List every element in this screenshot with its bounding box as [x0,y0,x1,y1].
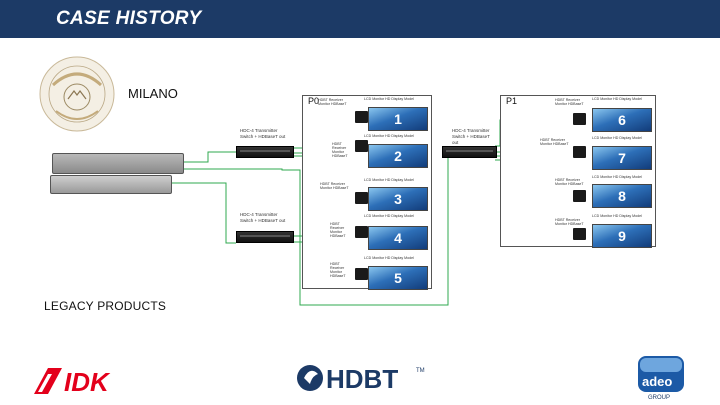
transmitter-p1 [442,146,497,158]
receiver-label-7: HDBT Receiver Monitor HDBaseT [540,138,569,146]
receiver-label-2: HDBT Receiver Monitor HDBaseT [332,142,348,158]
screen-number-9: 9 [618,228,626,244]
legacy-products-label: LEGACY PRODUCTS [44,299,167,313]
adeo-logo: adeo [638,356,684,392]
floor-label-p0: P0 [308,96,320,106]
screen-2: 2 [368,144,428,168]
screen-label-5: LCD Monitor HD Display Model [364,256,414,260]
receiver-label-1: HDBT Receiver Monitor HDBaseT [318,98,347,106]
tx-note-p1: HDC-4 Transmitter Switch + HDBaseT out [452,128,490,145]
matrix-switcher-main [52,153,184,174]
receiver-5 [355,268,368,280]
screen-number-5: 5 [394,270,402,286]
wire-switcher-p0-top [182,151,236,163]
adeo-group-label: GROUP [648,395,671,401]
screen-label-9: LCD Monitor HD Display Model [592,214,642,218]
tx-note-p0-bottom: HDC-4 Transmitter Switch + HDBaseT out [240,212,286,223]
screen-4: 4 [368,226,428,250]
screen-8: 8 [592,184,652,208]
receiver-6 [573,113,586,125]
transmitter-p0-top [236,146,294,158]
wire-switcher-p1 [182,151,449,306]
screen-1: 1 [368,107,428,131]
receiver-label-6: HDBT Receiver Monitor HDBaseT [555,98,584,106]
idk-logo-text: IDK [64,367,111,396]
screen-6: 6 [592,108,652,132]
screen-number-1: 1 [394,111,402,127]
screen-number-8: 8 [618,188,626,204]
screen-9: 9 [592,224,652,248]
city-label: MILANO [128,86,178,101]
screen-label-7: LCD Monitor HD Display Model [592,136,642,140]
adeo-logo-text: adeo [642,374,672,389]
wire-switcher-p0-bottom [170,182,236,244]
screen-number-2: 2 [394,148,402,164]
matrix-switcher-legacy [50,175,172,194]
receiver-8 [573,190,586,202]
screen-label-8: LCD Monitor HD Display Model [592,175,642,179]
hdbaset-logo: HDBT TM [297,364,425,394]
receiver-2 [355,140,368,152]
screen-label-2: LCD Monitor HD Display Model [364,134,414,138]
screen-label-3: LCD Monitor HD Display Model [364,178,414,182]
receiver-label-4: HDBT Receiver Monitor HDBaseT [330,222,346,238]
receiver-label-8: HDBT Receiver Monitor HDBaseT [555,178,584,186]
screen-label-6: LCD Monitor HD Display Model [592,97,642,101]
client-logo [39,56,115,132]
receiver-label-3: HDBT Receiver Monitor HDBaseT [320,182,349,190]
transmitter-p0-bottom [236,231,294,243]
screen-label-1: LCD Monitor HD Display Model [364,97,414,101]
receiver-7 [573,146,586,158]
header-bar: CASE HISTORY [0,0,720,38]
screen-7: 7 [592,146,652,170]
floor-label-p1: P1 [506,96,518,106]
tx-note-p0-top: HDC-4 Transmitter Switch + HDBaseT out [240,128,286,139]
receiver-9 [573,228,586,240]
screen-number-3: 3 [394,191,402,207]
screen-number-4: 4 [394,230,402,246]
receiver-1 [355,111,368,123]
screen-number-7: 7 [618,150,626,166]
screen-3: 3 [368,187,428,211]
receiver-4 [355,226,368,238]
receiver-label-9: HDBT Receiver Monitor HDBaseT [555,218,584,226]
screen-label-4: LCD Monitor HD Display Model [364,214,414,218]
screen-5: 5 [368,266,428,290]
receiver-label-5: HDBT Receiver Monitor HDBaseT [330,262,346,278]
page-title: CASE HISTORY [56,8,202,29]
screen-number-6: 6 [618,112,626,128]
receiver-3 [355,192,368,204]
hdbaset-logo-text: HDBT [326,364,398,394]
hdbaset-tm: TM [416,368,425,374]
idk-logo: IDK [34,367,111,396]
